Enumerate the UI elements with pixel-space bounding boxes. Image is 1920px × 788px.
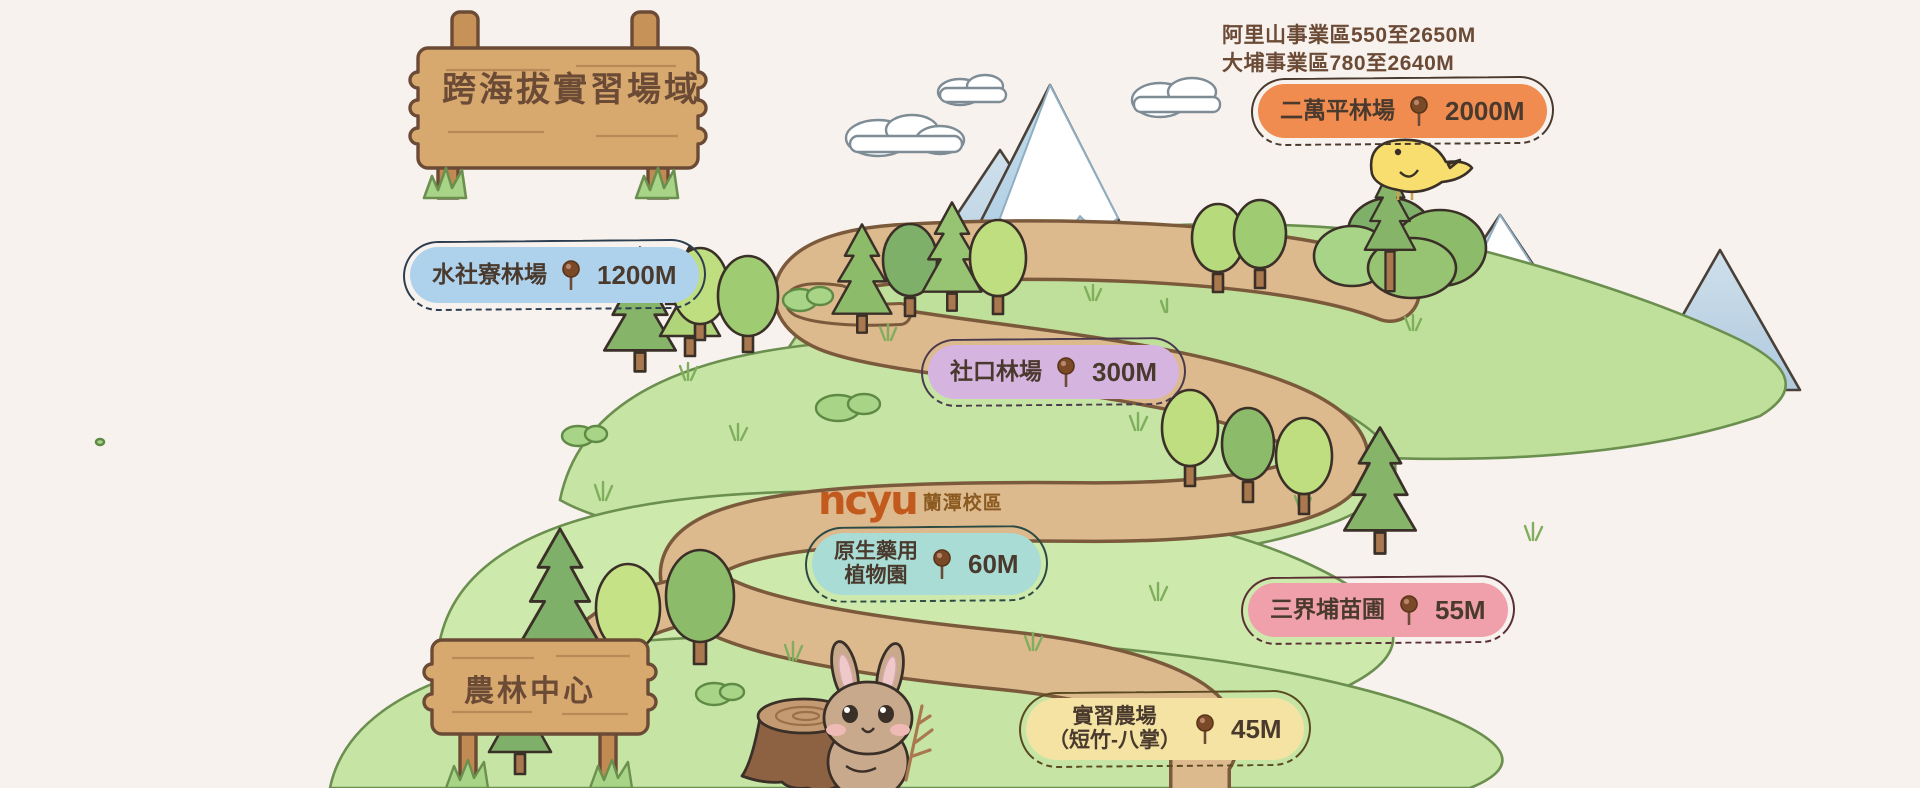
ncyu-logo: ncyu 蘭潭校區	[818, 478, 1003, 524]
map-pin-icon	[1397, 595, 1421, 626]
location-name: 原生藥用植物園	[834, 540, 918, 587]
map-pin-icon	[1054, 357, 1078, 388]
ncyu-campus-label: 蘭潭校區	[922, 493, 1003, 514]
location-name: 三界埔苗圃	[1270, 596, 1385, 623]
location-pill-shuisheliao[interactable]: 水社寮林場 1200M	[402, 238, 706, 312]
map-pin-icon	[559, 260, 583, 291]
location-name: 二萬平林場	[1280, 97, 1395, 124]
location-pill-herbgarden[interactable]: 原生藥用植物園 60M	[804, 524, 1048, 604]
bunny	[822, 640, 934, 788]
location-altitude: 300M	[1092, 356, 1158, 387]
location-altitude: 60M	[968, 548, 1019, 579]
altitude-note-line2: 大埔事業區780至2640M	[1222, 52, 1455, 76]
location-pill-sanjiepu[interactable]: 三界埔苗圃 55M	[1240, 574, 1515, 646]
location-altitude: 2000M	[1445, 95, 1525, 126]
ncyu-wordmark: ncyu	[818, 478, 919, 524]
location-altitude: 55M	[1435, 594, 1486, 625]
location-name: 水社寮林場	[432, 261, 547, 288]
map-pin-icon	[930, 549, 954, 580]
top-sign-label: 跨海拔實習場域	[442, 71, 701, 109]
location-pill-practicefarm[interactable]: 實習農場（短竹-八掌） 45M	[1018, 689, 1311, 769]
location-name: 社口林場	[950, 358, 1042, 385]
location-name-line2: （短竹-八掌）	[1048, 729, 1181, 752]
bird	[1369, 138, 1474, 200]
bottom-sign-graphic	[422, 638, 658, 788]
location-altitude: 45M	[1231, 713, 1282, 744]
clouds	[844, 73, 1222, 158]
tree-cluster-mid-right	[1160, 388, 1418, 555]
bottom-sign-label: 農林中心	[464, 675, 596, 708]
location-pill-shekou[interactable]: 社口林場 300M	[920, 336, 1187, 408]
map-pin-icon	[1407, 96, 1431, 127]
location-name: 實習農場（短竹-八掌）	[1048, 705, 1181, 752]
location-pill-erwanping[interactable]: 二萬平林場 2000M	[1250, 75, 1554, 147]
location-name-line2: 植物園	[844, 564, 908, 587]
map-pin-icon	[1193, 714, 1217, 745]
tree-cluster-top-right	[1190, 198, 1288, 294]
tree-cluster-top-mid	[831, 201, 1028, 334]
bushes	[94, 285, 882, 707]
top-sign-graphic	[408, 10, 708, 200]
altitude-note-line1: 阿里山事業區550至2650M	[1222, 24, 1476, 47]
location-altitude: 1200M	[597, 259, 677, 290]
altitude-range-note: 阿里山事業區550至2650M 大埔事業區780至2640M	[1222, 22, 1476, 79]
